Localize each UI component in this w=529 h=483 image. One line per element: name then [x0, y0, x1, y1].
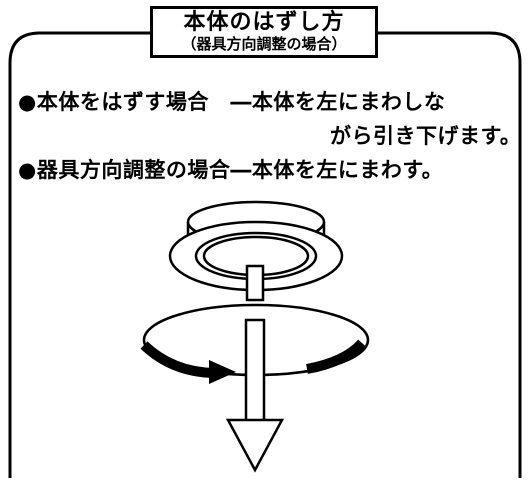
- instruction-line-3: ●器具方向調整の場合―本体を左にまわす。: [18, 158, 444, 182]
- page-title: 本体のはずし方: [183, 10, 345, 35]
- panel-frame: [8, 31, 522, 478]
- stem: [245, 264, 265, 302]
- instruction-line-2: がら引き下げます。: [330, 124, 522, 148]
- title-box: 本体のはずし方 （器具方向調整の場合）: [150, 6, 378, 58]
- page-subtitle: （器具方向調整の場合）: [181, 35, 347, 53]
- instruction-line-1: ●本体をはずす場合 ―本体を左にまわしな: [18, 90, 446, 114]
- fixture-body: [168, 200, 344, 292]
- rotate-left-arrow-front: [140, 341, 236, 384]
- pull-down-arrow-head: [225, 418, 285, 473]
- rotate-left-arrow-back: [306, 339, 366, 374]
- pull-down-arrow-shaft: [244, 318, 266, 424]
